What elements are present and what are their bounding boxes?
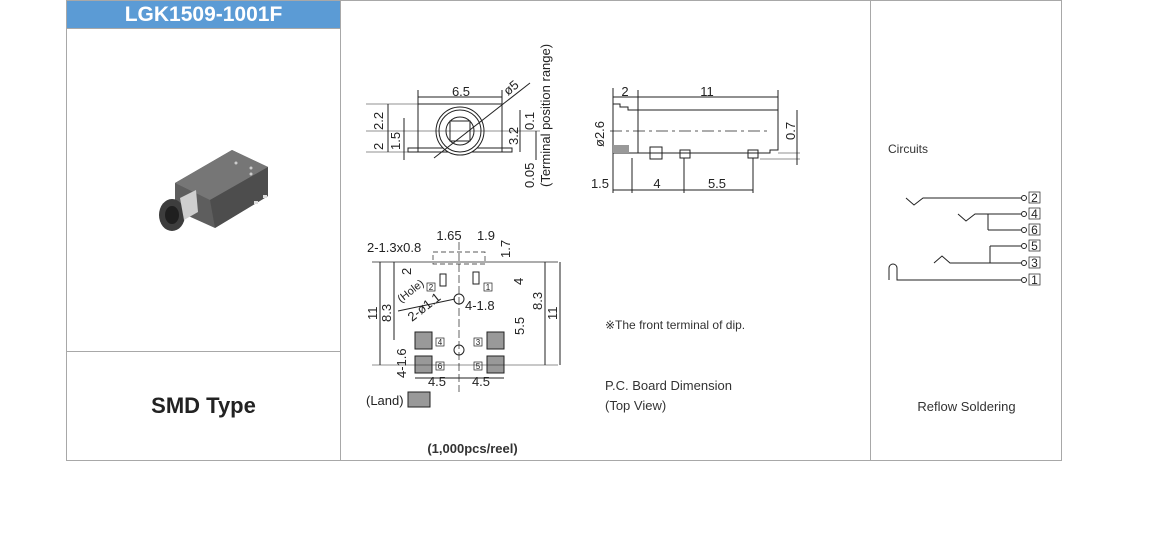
circuit-pin-label: 2 [1031, 191, 1038, 205]
front-view-drawing [366, 82, 540, 160]
dim-diameter: ø5 [500, 77, 521, 98]
pcb-pin-label: 4 [438, 338, 443, 347]
pcb-title: P.C. Board Dimension [605, 378, 732, 393]
dim-2: 2 [399, 268, 414, 275]
circuit-pin-label: 5 [1031, 239, 1038, 253]
dim-side-diameter: ø2.6 [592, 121, 607, 147]
dim-11-left: 11 [365, 307, 380, 321]
circuit-pin-label: 6 [1031, 223, 1038, 237]
dim-4: 4 [511, 278, 526, 285]
circuit-pin-label: 4 [1031, 207, 1038, 221]
pcb-pin-label: 6 [438, 362, 443, 371]
pcb-pin-label: 5 [476, 362, 481, 371]
dim-right-offset: 0.1 [522, 112, 537, 130]
row-divider [66, 351, 340, 352]
dim-1-7: 1.7 [498, 240, 513, 258]
dim-4-5-left: 4.5 [428, 374, 446, 389]
column-divider [870, 0, 871, 461]
dim-width: 6.5 [452, 84, 470, 99]
dim-4-5-right: 4.5 [472, 374, 490, 389]
dim-right-height: 3.2 [506, 127, 521, 145]
dim-pin-a: 1.5 [591, 176, 609, 191]
pcb-pin-label: 2 [429, 283, 434, 292]
dim-8-3-left: 8.3 [379, 304, 394, 322]
dip-note: ※The front terminal of dip. [605, 318, 746, 332]
dim-8-3-right: 8.3 [530, 292, 545, 310]
circuit-pin-label: 1 [1031, 273, 1038, 287]
dim-bottom-offset: 0.7 [783, 122, 798, 140]
packaging-label: (1,000pcs/reel) [427, 441, 518, 456]
row-divider [66, 28, 340, 29]
product-photo [159, 150, 268, 231]
dim-pin-b: 4 [653, 176, 660, 191]
side-view-drawing [610, 88, 800, 193]
dim-11-right: 11 [545, 307, 560, 321]
dim-1-65: 1.65 [436, 228, 461, 243]
dim-1-9: 1.9 [477, 228, 495, 243]
mount-type-label: SMD Type [151, 393, 256, 418]
land-label: (Land) [366, 393, 404, 408]
dim-pin-c: 5.5 [708, 176, 726, 191]
dim-pad-width: 4-1.8 [465, 298, 495, 313]
pcb-drawing [372, 242, 561, 408]
circuit-diagram [888, 191, 1041, 286]
dim-center-offset: 1.5 [388, 132, 403, 150]
circuits-title: Circuits [888, 142, 929, 156]
dim-height-upper: 2.2 [371, 112, 386, 130]
dim-terminal-tolerance: 0.05 [522, 163, 537, 188]
dim-5-5: 5.5 [512, 317, 527, 335]
circuit-pin-label: 3 [1031, 256, 1038, 270]
dim-body-length: 11 [700, 84, 714, 99]
column-divider [340, 0, 341, 461]
pcb-pin-label: 1 [486, 283, 491, 292]
soldering-label: Reflow Soldering [917, 399, 1016, 414]
dim-slot: 2-1.3x0.8 [367, 240, 421, 255]
dim-pad-height: 4-1.6 [394, 348, 409, 378]
pcb-subtitle: (Top View) [605, 398, 667, 413]
terminal-position-note: (Terminal position range) [538, 44, 553, 187]
spec-table [66, 0, 1062, 461]
model-number-header: LGK1509-1001F [67, 1, 340, 28]
dim-front-length: 2 [621, 84, 628, 99]
dim-height-lower: 2 [371, 143, 386, 150]
pcb-pin-label: 3 [476, 338, 481, 347]
